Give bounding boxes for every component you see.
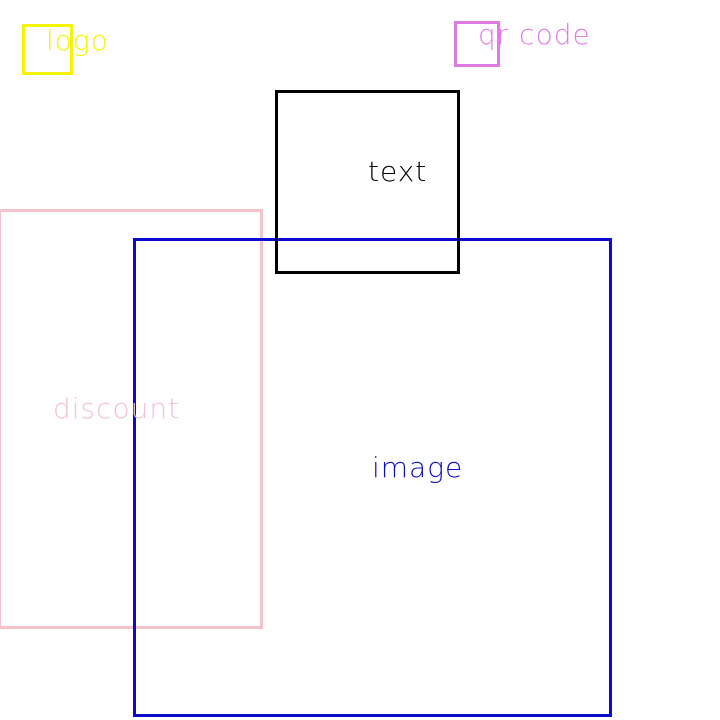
qr-code-label: qr code xyxy=(478,18,591,51)
image-label: image xyxy=(372,451,464,484)
image-box xyxy=(133,238,612,717)
discount-label: discount xyxy=(53,392,181,425)
discount-box xyxy=(0,209,263,629)
qr-code-box xyxy=(454,21,500,67)
text-label: text xyxy=(368,155,428,188)
logo-box xyxy=(22,24,73,75)
text-box xyxy=(275,90,460,274)
logo-label: logo xyxy=(46,24,109,57)
